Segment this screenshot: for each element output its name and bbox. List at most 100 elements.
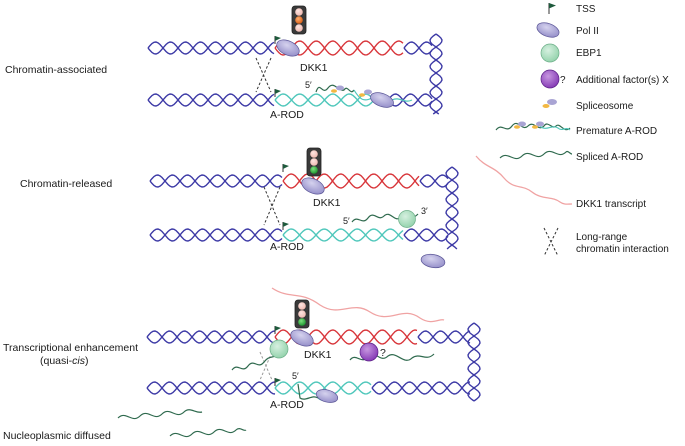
pol-ii-icon xyxy=(536,22,560,38)
legend-item-spliceosome: Spliceosome xyxy=(542,99,634,112)
dna-strand-blue xyxy=(403,228,449,242)
legend-item-factor-x: ? Additional factor(s) X xyxy=(540,69,669,89)
dna-strand-blue xyxy=(146,381,276,395)
traffic-light-icon xyxy=(306,147,322,177)
dkk1-gene-strand xyxy=(282,173,420,189)
legend-label: Additional factor(s) X xyxy=(576,75,669,86)
panel-chromatin-associated: Chromatin-associated DKK1 A-ROD 5′ xyxy=(5,5,413,121)
tss-flag-icon xyxy=(282,222,289,230)
five-prime-label: 5′ xyxy=(305,80,312,90)
legend-label: Spliced A-ROD xyxy=(576,152,643,163)
legend-label: chromatin interaction xyxy=(576,244,669,255)
spliced-arod-rna xyxy=(169,427,247,438)
legend-question-mark: ? xyxy=(560,75,566,86)
tss-flag-icon xyxy=(274,89,281,97)
dna-strand-blue xyxy=(417,330,471,344)
legend-item-ebp1: EBP1 xyxy=(540,43,602,63)
five-prime-label: 5′ xyxy=(343,216,350,226)
dna-strand-blue xyxy=(419,174,449,188)
legend-item-tss: TSS xyxy=(548,3,596,15)
legend-item-premature-arod: Premature A-ROD xyxy=(495,121,657,137)
legend-item-spliced-arod: Spliced A-ROD xyxy=(499,150,643,163)
dna-strand-blue xyxy=(445,166,459,250)
traffic-light-icon xyxy=(291,5,307,35)
dna-strand-blue xyxy=(403,228,449,242)
long-range-interaction-line xyxy=(263,186,281,226)
arod-gene-strand xyxy=(282,228,404,242)
dkk1-label: DKK1 xyxy=(313,197,341,209)
pol-ii-icon xyxy=(420,253,446,269)
arod-label: A-ROD xyxy=(270,241,304,253)
arod-label: A-ROD xyxy=(270,109,304,121)
dna-strand-blue xyxy=(147,41,275,55)
panel-transcriptional-enhancement: Transcriptional enhancement (quasi-cis) … xyxy=(3,287,445,411)
premature-arod-rna xyxy=(315,84,355,93)
dna-helix-layer xyxy=(146,33,481,402)
tss-flag-icon xyxy=(274,378,281,386)
dna-strand-blue xyxy=(419,174,449,188)
legend-label: DKK1 transcript xyxy=(576,199,646,210)
dna-strand-blue xyxy=(445,166,459,250)
legend-item-dkk1-transcript: DKK1 transcript xyxy=(475,155,646,210)
arod-label: A-ROD xyxy=(270,399,304,411)
arod-gene-strand xyxy=(274,93,388,107)
nucleoplasmic-diffused-group: Nucleoplasmic diffused xyxy=(3,409,247,442)
ebp1-icon xyxy=(540,43,560,63)
question-mark-label: ? xyxy=(380,347,386,359)
dna-strand-blue xyxy=(147,93,275,107)
premature-arod-rna xyxy=(297,383,319,400)
dna-strand-blue xyxy=(387,93,433,107)
legend-item-chromatin-interaction: Long-range chromatin interaction xyxy=(543,227,669,257)
nucleoplasmic-diffused-label: Nucleoplasmic diffused xyxy=(3,430,111,441)
dna-strand-blue xyxy=(403,41,433,55)
dna-strand-blue xyxy=(403,41,433,55)
dna-strand-blue xyxy=(149,228,283,242)
traffic-light-icon xyxy=(294,299,310,329)
spliceosome-icon xyxy=(532,121,544,129)
pol-ii-icon xyxy=(315,389,339,403)
spliced-arod-rna xyxy=(499,150,573,160)
spliced-arod-rna xyxy=(117,409,203,420)
ebp1-icon xyxy=(398,210,416,228)
panel-chromatin-released: Chromatin-released DKK1 A-ROD 5′ 3′ xyxy=(20,147,446,269)
dkk1-gene-strand xyxy=(274,40,404,56)
dna-strand-blue xyxy=(146,330,276,344)
dna-strand-blue xyxy=(149,174,283,188)
five-prime-label: 5′ xyxy=(292,371,299,381)
panel-label: Chromatin-associated xyxy=(5,64,107,76)
dkk1-transcript-rna xyxy=(475,155,573,205)
panel-label: Transcriptional enhancement xyxy=(3,342,138,354)
legend-label: Pol II xyxy=(576,26,599,37)
arod-gene-strand xyxy=(282,228,404,242)
legend-label: Premature A-ROD xyxy=(576,126,657,137)
legend-label: EBP1 xyxy=(576,48,602,59)
dkk1-transcript-rna xyxy=(271,287,445,323)
arod-gene-strand xyxy=(274,381,372,395)
dna-strand-blue xyxy=(146,330,276,344)
long-range-interaction-line xyxy=(255,57,272,93)
ebp1-icon xyxy=(269,339,289,359)
pol-ii-icon xyxy=(276,39,300,57)
tss-flag-icon xyxy=(274,326,281,334)
spliceosome-icon xyxy=(331,85,344,93)
dna-strand-blue xyxy=(146,381,276,395)
pol-ii-icon xyxy=(370,92,394,108)
arod-gene-strand xyxy=(274,93,388,107)
legend-label: Long-range xyxy=(576,232,628,243)
dna-strand-blue xyxy=(149,228,283,242)
dkk1-label: DKK1 xyxy=(304,349,332,361)
long-range-interaction-line xyxy=(259,351,273,381)
premature-arod-rna xyxy=(539,125,571,131)
dna-strand-blue xyxy=(371,381,471,395)
legend: TSS Pol II EBP1 ? Additional factor(s) X… xyxy=(475,3,669,257)
spliced-arod-rna xyxy=(231,351,281,371)
pol-ii-icon xyxy=(301,177,325,195)
dna-strand-blue xyxy=(149,174,283,188)
spliceosome-icon xyxy=(542,99,557,108)
dna-strand-blue xyxy=(467,322,481,402)
dna-strand-blue xyxy=(387,93,433,107)
spliceosome-icon xyxy=(359,89,372,97)
panel-label: Chromatin-released xyxy=(20,178,112,190)
